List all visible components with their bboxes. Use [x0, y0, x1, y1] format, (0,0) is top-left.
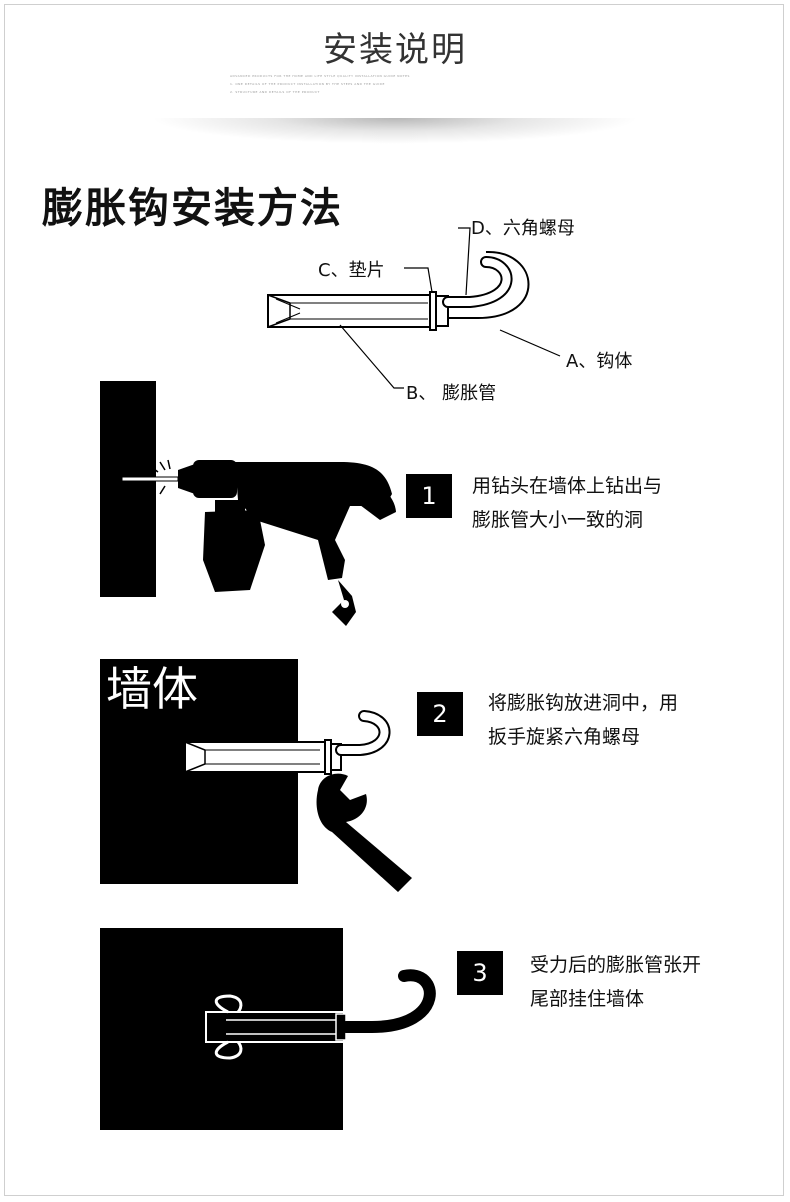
page-frame	[4, 4, 784, 1196]
hook-diagram-icon	[267, 227, 561, 389]
step-instruction: 受力后的膨胀管张开 尾部挂住墙体	[530, 954, 702, 1010]
step-number-badge: 3	[457, 951, 503, 995]
step-number-badge: 2	[417, 692, 463, 736]
step-number-badge: 1	[406, 474, 452, 518]
page-title: 安装说明	[323, 30, 467, 70]
fine-print-line: 1. ONE DETAILS OF THE PRODUCT INSTALLATI…	[230, 82, 385, 86]
step-instruction: 将膨胀钩放进洞中，用 扳手旋紧六角螺母	[488, 692, 679, 748]
wall-label: 墙体	[106, 662, 198, 716]
part-label-nut: D、六角螺母	[471, 218, 575, 239]
part-label-tube: B、 膨胀管	[406, 383, 497, 404]
fine-print-line: ADVANCED PRODUCTS FOR THE HOME AND LIFE …	[230, 74, 410, 78]
wall-block-step3	[100, 928, 343, 1130]
fine-print-line: 2. STRUCTURE AND DETAILS OF THE PRODUCT	[230, 90, 320, 94]
wall-block-step1	[100, 381, 156, 597]
header-divider-shadow	[150, 118, 640, 144]
section-title: 膨胀钩安装方法	[42, 184, 343, 232]
part-label-washer: C、垫片	[318, 260, 385, 281]
part-label-hook: A、钩体	[566, 351, 633, 372]
step-instruction: 用钻头在墙体上钻出与 膨胀管大小一致的洞	[472, 475, 663, 531]
